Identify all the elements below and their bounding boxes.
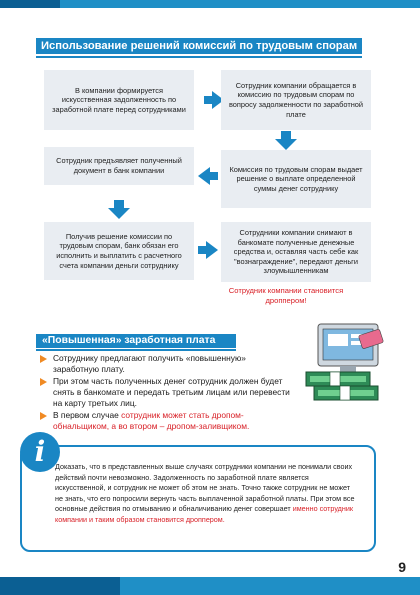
info-panel [20,445,376,552]
bullet-text-highlight: сотрудник может стать дропом-обнальщиком… [53,410,250,431]
flow-step-4: Сотрудник предъявляет полученный докумен… [44,147,194,185]
info-text-body: Доказать, что в представленных выше случ… [55,462,355,514]
page-number: 9 [398,559,406,575]
list-item: В первом случае сотрудник может стать др… [40,410,290,432]
list-item: Сотруднику предлагают получить «повышенн… [40,353,290,375]
bullet-arrow-icon [40,378,47,386]
info-icon: i [20,432,60,472]
top-color-bar [0,0,420,8]
flow-step-2: Сотрудник компании обращается в комиссию… [221,70,371,130]
subsection-heading: «Повышенная» заработная плата [36,334,236,348]
arrow-down-icon [108,200,130,219]
info-text: Доказать, что в представленных выше случ… [55,462,360,526]
arrow-down-icon [275,131,297,150]
arrow-left-icon [198,167,218,185]
money-and-computer-illustration [305,323,384,401]
bullet-text: В первом случае [53,410,122,420]
bullet-list: Сотруднику предлагают получить «повышенн… [40,353,290,433]
flow-step-3: Комиссия по трудовым спорам выдает решен… [221,150,371,208]
flow-step-1: В компании формируется искусственная зад… [44,70,194,130]
info-text-highlight: именно сотрудник компании и таким образо… [55,504,354,524]
top-color-bar-accent [0,0,60,8]
arrow-right-icon [198,241,218,259]
bullet-arrow-icon [40,355,47,363]
flow-step-5: Получив решение комиссии по трудовым спо… [44,222,194,280]
list-item: При этом часть полученных денег сотрудни… [40,376,290,409]
bullet-text: Сотруднику предлагают получить «повышенн… [53,353,246,374]
section-heading: Использование решений комиссий по трудов… [36,38,362,54]
subheading-rule [36,349,236,351]
bullet-text: При этом часть полученных денег сотрудни… [53,376,290,408]
heading-rule [36,56,362,58]
bottom-color-bar-accent [0,577,120,595]
warning-note: Сотрудник компании становится дроппером! [228,286,344,305]
bullet-arrow-icon [40,412,47,420]
flow-step-6: Сотрудники компании снимают в банкомате … [221,222,371,282]
